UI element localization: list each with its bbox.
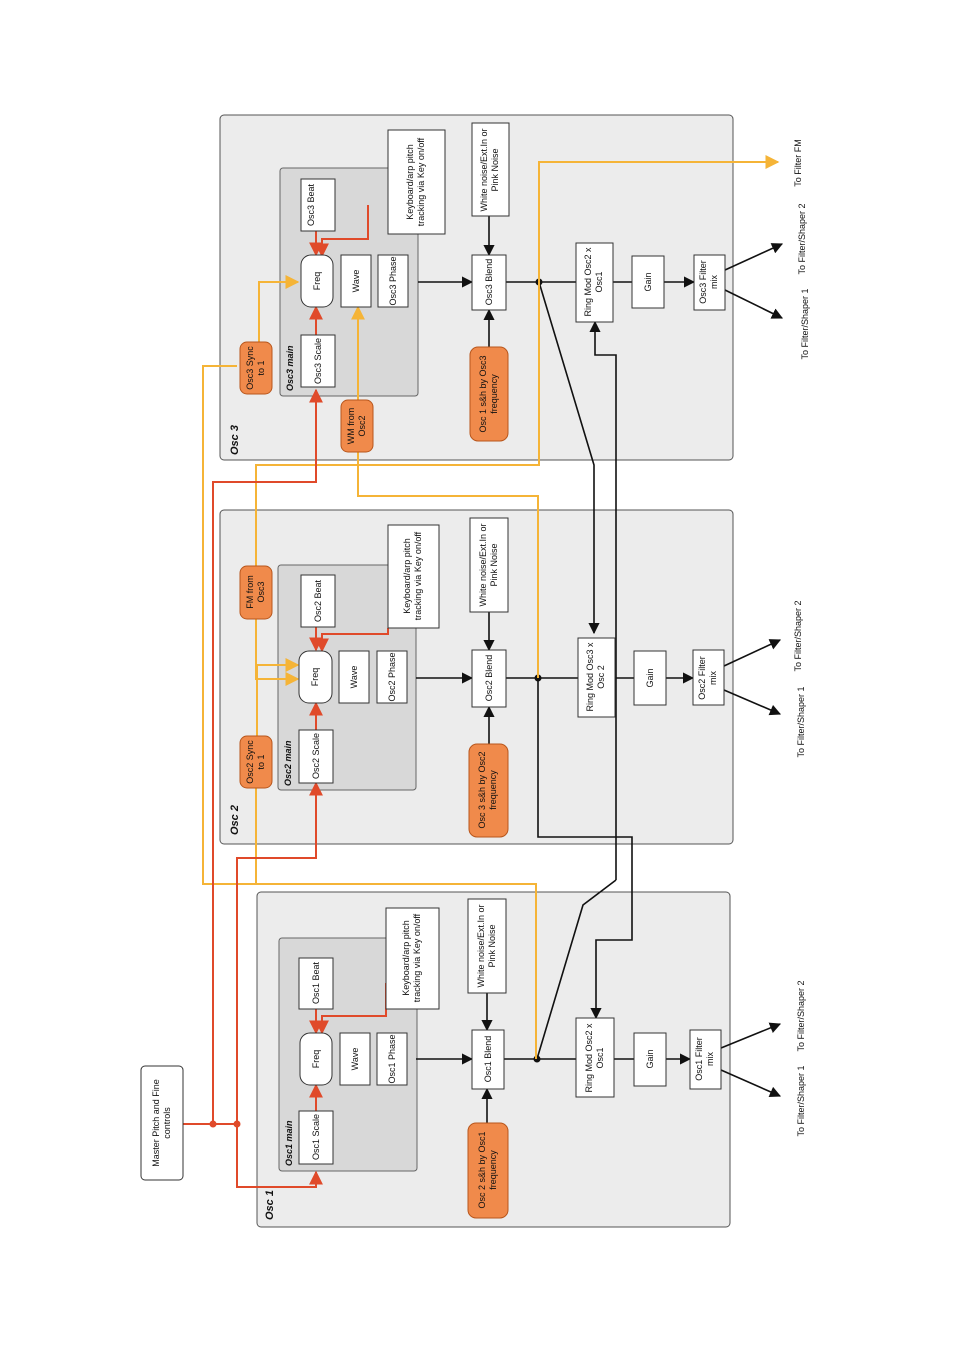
osc2-to-f1-label: To Filter/Shaper 1 [795,686,806,758]
osc3-scale-label: Osc3 Scale [313,338,323,384]
osc3-section-title: Osc 3 [229,425,241,455]
osc3-to-f1-label: To Filter/Shaper 1 [799,288,810,360]
osc3-sync-node: Osc3 Sync to 1 [239,341,273,395]
osc3-gain-label: Gain [643,272,653,291]
osc3-sync-label: Osc3 Sync to 1 [245,346,266,390]
osc1-to-f2-label: To Filter/Shaper 2 [795,980,806,1052]
osc3-wm-node: WM from Osc2 [340,399,374,453]
osc2-freq-label: Freq [310,668,320,687]
osc2-phase-node: Osc2 Phase [376,650,408,704]
osc3-main-title: Osc3 main [285,345,295,391]
osc1-beat-node: Osc1 Beat [298,957,334,1010]
osc2-beat-node: Osc2 Beat [300,574,336,628]
osc1-freq-label: Freq [311,1050,321,1069]
osc2-filtermix-label: Osc2 Filter mix [697,656,718,700]
osc3-sh-node: Osc 1 s&h by Osc3 frequency [469,346,509,442]
osc3-ring-node: Ring Mod Osc2 x Osc1 [575,242,614,323]
osc1-section-title: Osc 1 [264,1190,276,1220]
osc1-ring-label: Ring Mod Osc2 x Osc1 [584,1023,605,1093]
osc1-keyboard-label: Keyboard/arp pitch tracking via Key on/o… [401,913,422,1003]
osc1-blend-label: Osc1 Blend [482,1035,493,1083]
osc3-blend-node: Osc3 Blend [471,254,507,311]
osc1-noise-label: White noise/Ext.In or Pink Noise [476,904,497,988]
osc1-filtermix-node: Osc1 Filter mix [689,1029,722,1090]
osc3-ring-label: Ring Mod Osc2 x Osc1 [583,247,604,317]
osc2-to-f2-label: To Filter/Shaper 2 [792,600,803,672]
osc3-noise-label: White noise/Ext.In or Pink Noise [479,128,500,212]
master-pitch-node: Master Pitch and Fine controls [140,1065,184,1181]
osc2-scale-node: Osc2 Scale [298,729,334,784]
osc1-scale-node: Osc1 Scale [298,1110,334,1165]
filter-fm-label: To Filter FM [793,139,803,187]
osc2-blend-label: Osc2 Blend [483,654,494,702]
osc1-main-title: Osc1 main [284,1120,294,1166]
osc1-scale-label: Osc1 Scale [311,1114,321,1160]
osc2-scale-label: Osc2 Scale [311,733,321,779]
osc1-filtermix-label: Osc1 Filter mix [694,1037,715,1081]
osc1-phase-label: Osc1 Phase [387,1034,397,1083]
osc3-wave-node: Wave [340,254,372,308]
osc1-beat-label: Osc1 Beat [311,961,321,1004]
osc3-scale-node: Osc3 Scale [300,334,336,388]
osc3-sh-label: Osc 1 s&h by Osc3 frequency [478,355,499,433]
osc1-to-f1-label: To Filter/Shaper 1 [795,1065,806,1137]
osc2-main-title: Osc2 main [283,740,293,786]
osc3-freq-label: Freq [312,272,322,291]
osc1-gain-label: Gain [645,1049,655,1068]
osc2-ring-node: Ring Mod Osc3 x Osc 2 [577,637,616,718]
osc2-beat-label: Osc2 Beat [313,579,323,622]
osc3-filtermix-node: Osc3 Filter mix [693,254,726,311]
osc3-to-f2-label: To Filter/Shaper 2 [796,203,807,275]
osc2-blend-node: Osc2 Blend [471,649,507,708]
osc1-blend-node: Osc1 Blend [471,1029,505,1090]
osc2-wave-node: Wave [338,650,370,704]
osc3-keyboard-node: Keyboard/arp pitch tracking via Key on/o… [387,129,446,235]
osc2-ring-label: Ring Mod Osc3 x Osc 2 [585,642,606,712]
osc3-phase-label: Osc3 Phase [388,256,398,305]
osc3-beat-label: Osc3 Beat [306,183,316,226]
osc2-noise-node: White noise/Ext.In or Pink Noise [469,517,509,613]
osc3-blend-label: Osc3 Blend [483,258,494,306]
osc3-gain-node: Gain [631,255,665,309]
osc2-section-title: Osc 2 [229,805,241,835]
osc2-keyboard-label: Keyboard/arp pitch tracking via Key on/o… [402,531,423,621]
osc3-filtermix-label: Osc3 Filter mix [698,260,719,304]
osc3-wave-label: Wave [351,270,361,293]
osc2-gain-node: Gain [633,650,667,706]
osc1-phase-node: Osc1 Phase [376,1032,408,1086]
osc3-freq-node: Freq [300,254,334,308]
osc2-phase-label: Osc2 Phase [387,652,397,701]
osc2-sh-label: Osc 3 s&h by Osc2 frequency [477,751,498,829]
pitch-lines [183,205,389,1188]
master-pitch-label: Master Pitch and Fine controls [151,1079,172,1167]
osc3-phase-node: Osc3 Phase [377,254,409,308]
osc2-sh-node: Osc 3 s&h by Osc2 frequency [468,743,509,838]
osc1-keyboard-node: Keyboard/arp pitch tracking via Key on/o… [385,907,440,1010]
osc1-ring-node: Ring Mod Osc2 x Osc1 [575,1017,615,1098]
modulation-lines [202,155,780,1059]
osc2-filtermix-node: Osc2 Filter mix [692,649,725,706]
osc1-sh-node: Osc 2 s&h by Osc1 frequency [467,1122,509,1219]
osc1-wave-label: Wave [350,1048,360,1071]
osc1-gain-node: Gain [633,1032,667,1087]
osc3-noise-node: White noise/Ext.In or Pink Noise [471,122,510,217]
osc3-keyboard-label: Keyboard/arp pitch tracking via Key on/o… [405,137,426,227]
osc1-sh-label: Osc 2 s&h by Osc1 frequency [477,1131,498,1209]
osc3-wm-label: WM from Osc2 [346,407,367,445]
osc1-freq-node: Freq [299,1032,333,1086]
osc1-wave-node: Wave [339,1032,371,1086]
osc1-noise-node: White noise/Ext.In or Pink Noise [467,898,507,994]
osc2-gain-label: Gain [645,668,655,687]
osc2-fm-label: FM from Osc3 [245,575,266,609]
osc2-wave-label: Wave [349,666,359,689]
osc2-freq-node: Freq [298,650,333,704]
osc3-beat-node: Osc3 Beat [300,178,336,232]
osc2-keyboard-node: Keyboard/arp pitch tracking via Key on/o… [387,524,440,629]
osc2-sync-node: Osc2 Sync to 1 [239,735,273,789]
svg-text:Osc3 Beat: Osc3 Beat [306,183,316,226]
osc2-sync-label: Osc2 Sync to 1 [245,740,266,784]
osc2-noise-label: White noise/Ext.In or Pink Noise [478,523,499,607]
osc2-fm-node: FM from Osc3 [239,565,273,620]
